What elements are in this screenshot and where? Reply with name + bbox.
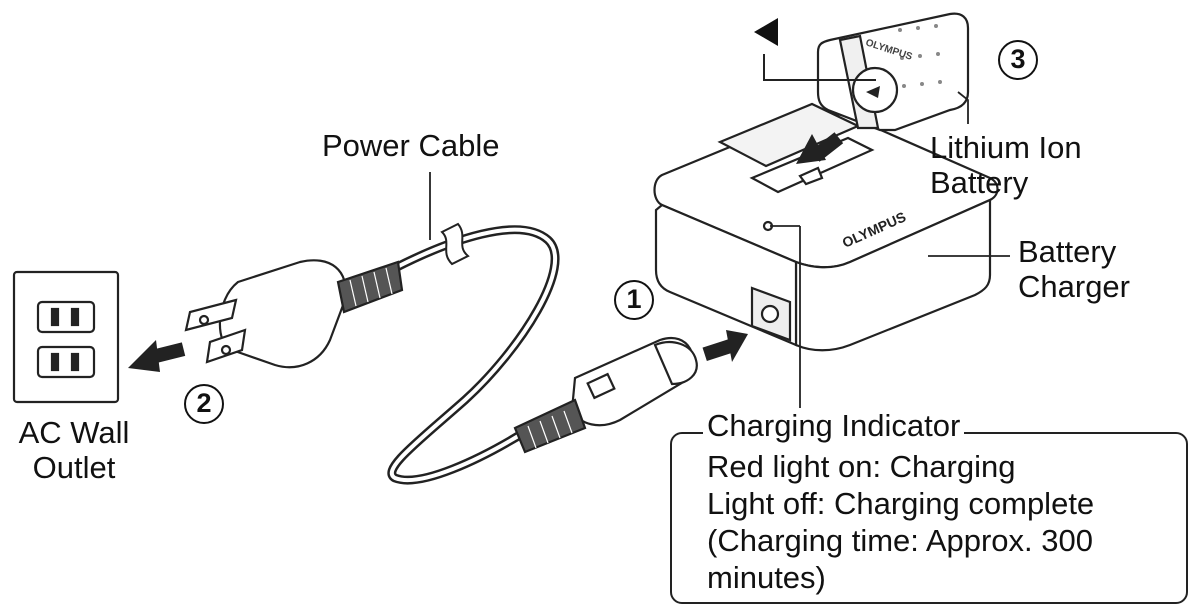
cable-break [440,222,470,266]
lithium-ion-battery-label-line1: Lithium Ion [930,130,1082,165]
step-3-badge: 3 [998,40,1038,80]
battery-charger-label-line1: Battery [1018,234,1117,269]
connector-arrow-1 [702,330,748,362]
charging-indicator-title: Charging Indicator [703,408,965,443]
connector-plug [513,337,698,454]
ac-wall-outlet [12,270,120,404]
battery-charger-label: Battery Charger [1018,234,1130,304]
plug-arrow-2 [128,340,186,372]
battery-insert-arrow [796,132,844,164]
battery-leader [957,91,969,124]
charging-indicator-line-2: Light off: Charging complete [707,486,1095,521]
battery-orientation-marker [754,18,876,81]
charging-indicator-line-1: Red light on: Charging [707,449,1016,484]
ac-wall-outlet-label: AC Wall Outlet [4,415,144,485]
ac-wall-outlet-label-line2: Outlet [32,450,116,485]
battery-charger-label-line2: Charger [1018,269,1130,304]
charging-indicator-line-4: minutes) [707,560,826,595]
lithium-ion-battery-label-line2: Battery [930,165,1029,200]
step-2-badge: 2 [184,384,224,424]
charging-indicator-line-3: (Charging time: Approx. 300 [707,523,1093,558]
ac-wall-outlet-label-line1: AC Wall [18,415,130,450]
step-1-badge: 1 [614,280,654,320]
battery-charger [653,102,999,352]
wall-plug [184,259,404,369]
power-cable-label: Power Cable [322,128,500,163]
lithium-ion-battery [816,12,970,132]
lithium-ion-battery-label: Lithium Ion Battery [930,130,1110,200]
